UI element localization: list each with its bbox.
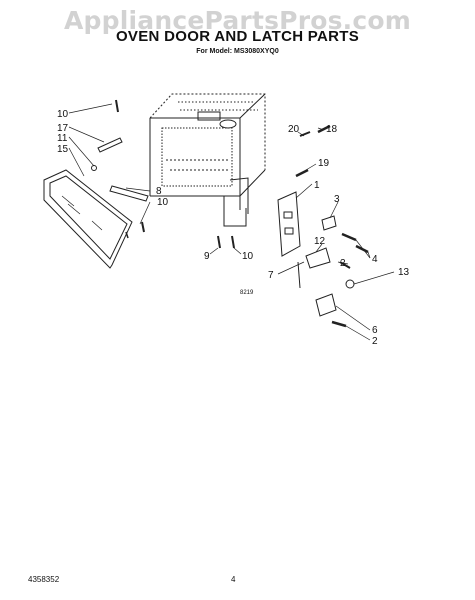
callout-13: 13 bbox=[398, 267, 410, 278]
callout-18: 18 bbox=[326, 124, 338, 135]
callout-6: 6 bbox=[372, 325, 378, 336]
callout-10-lower: 10 bbox=[242, 251, 254, 262]
page-title: OVEN DOOR AND LATCH PARTS bbox=[115, 28, 360, 45]
callout-1: 1 bbox=[314, 180, 320, 191]
upper-hinge-drawing bbox=[91, 99, 123, 171]
callout-12: 12 bbox=[314, 236, 326, 247]
callout-17: 17 bbox=[57, 123, 69, 134]
callout-2-lower: 2 bbox=[372, 336, 378, 347]
callout-9: 9 bbox=[204, 251, 210, 262]
model-subtitle: For Model: MS3080XYQ0 bbox=[196, 48, 279, 55]
callout-11: 11 bbox=[57, 133, 68, 144]
callout-8: 8 bbox=[156, 186, 162, 197]
screw-9-drawing bbox=[217, 235, 221, 249]
lower-hinge-drawing bbox=[109, 185, 149, 239]
callout-labels: 10 17 11 15 8 10 9 10 20 18 19 1 3 12 2 … bbox=[57, 109, 410, 347]
callout-7: 7 bbox=[268, 270, 274, 281]
callout-2-upper: 2 bbox=[340, 258, 346, 269]
callout-20: 20 bbox=[288, 124, 300, 135]
figure-code: 8219 bbox=[240, 290, 254, 296]
leader-lines bbox=[68, 103, 395, 341]
watermark: AppliancePartsPros.com bbox=[63, 6, 412, 35]
screw-10-drawing bbox=[231, 235, 235, 249]
callout-3: 3 bbox=[334, 194, 340, 205]
callout-10-upper: 10 bbox=[57, 109, 69, 120]
callout-4: 4 bbox=[372, 254, 378, 265]
callout-15: 15 bbox=[57, 144, 69, 155]
door-panel-drawing bbox=[43, 169, 133, 269]
latch-components-drawing bbox=[295, 124, 369, 328]
document-number: 4358352 bbox=[28, 575, 60, 584]
callout-19: 19 bbox=[318, 158, 330, 169]
latch-plate-drawing bbox=[277, 191, 301, 257]
callout-10-hinge: 10 bbox=[157, 197, 169, 208]
page-number: 4 bbox=[231, 575, 236, 584]
oven-cavity-drawing bbox=[149, 93, 266, 227]
